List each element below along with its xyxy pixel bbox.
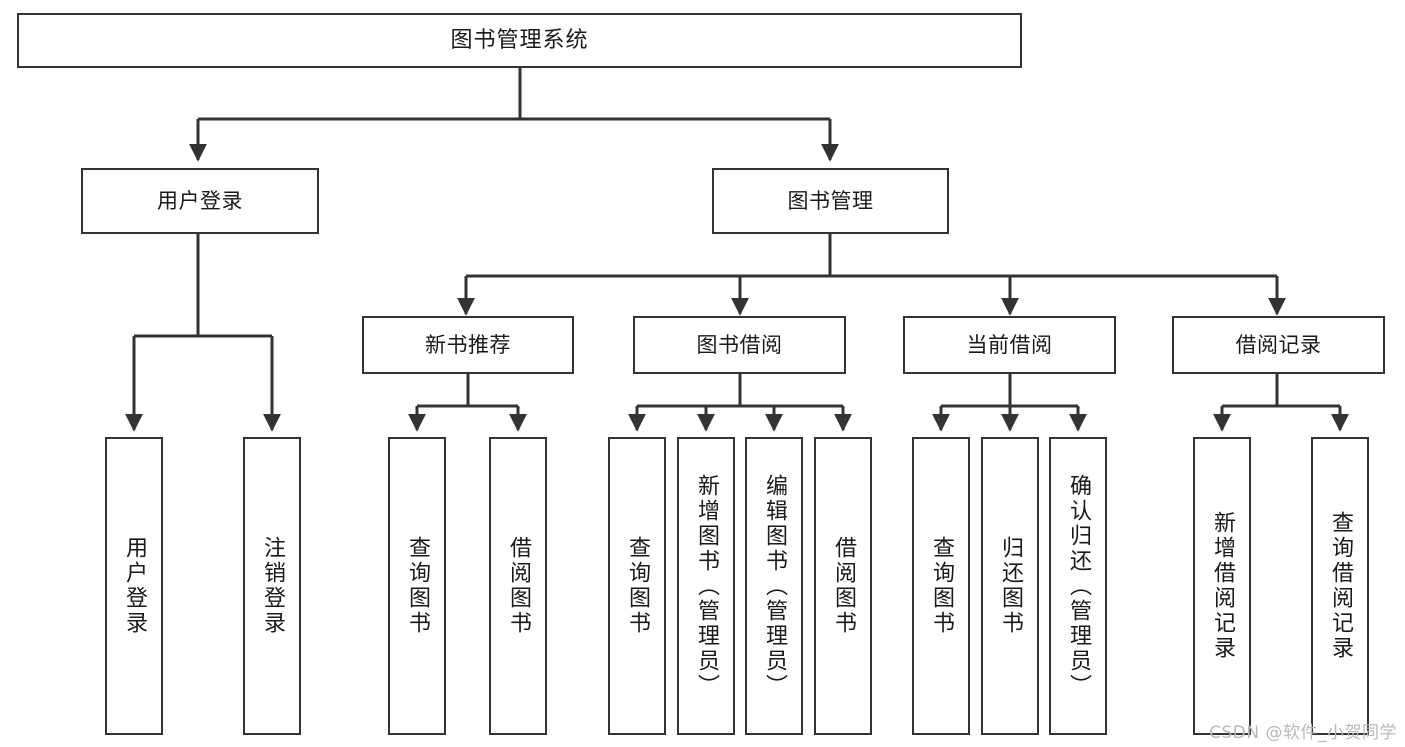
node-root-label: 图书管理系统 (450, 27, 589, 53)
node-book-borrow-label: 图书借阅 (696, 332, 783, 357)
leaf-query-record-label: 查询借阅记录 (1328, 511, 1353, 661)
leaf-confirm-return[interactable]: 确认归还（管理员） (1049, 437, 1107, 735)
node-borrow-record[interactable]: 借阅记录 (1172, 316, 1385, 374)
leaf-add-book-label: 新增图书（管理员） (694, 473, 719, 699)
node-book-manage-label: 图书管理 (787, 188, 874, 213)
leaf-return-book[interactable]: 归还图书 (981, 437, 1039, 735)
node-book-borrow[interactable]: 图书借阅 (633, 316, 846, 374)
node-borrow-record-label: 借阅记录 (1235, 332, 1322, 357)
node-new-book-recommend[interactable]: 新书推荐 (362, 316, 574, 374)
leaf-query-book-3-label: 查询图书 (929, 536, 954, 636)
leaf-borrow-book-2-label: 借阅图书 (831, 536, 856, 636)
node-user-login-label: 用户登录 (157, 188, 243, 213)
leaf-user-logout[interactable]: 注销登录 (243, 437, 301, 735)
watermark: CSDN @软件_小贺同学 (1209, 723, 1397, 743)
node-user-login[interactable]: 用户登录 (81, 168, 319, 234)
leaf-borrow-book-1[interactable]: 借阅图书 (489, 437, 547, 735)
leaf-query-book-2-label: 查询图书 (625, 536, 650, 636)
leaf-add-record-label: 新增借阅记录 (1210, 511, 1235, 661)
node-book-manage[interactable]: 图书管理 (712, 168, 949, 234)
leaf-add-record[interactable]: 新增借阅记录 (1193, 437, 1251, 735)
node-new-book-recommend-label: 新书推荐 (425, 332, 511, 357)
leaf-query-book-1[interactable]: 查询图书 (388, 437, 446, 735)
leaf-query-book-2[interactable]: 查询图书 (608, 437, 666, 735)
leaf-confirm-return-label: 确认归还（管理员） (1066, 473, 1091, 699)
leaf-add-book[interactable]: 新增图书（管理员） (677, 437, 735, 735)
leaf-edit-book-label: 编辑图书（管理员） (762, 473, 787, 699)
leaf-borrow-book-2[interactable]: 借阅图书 (814, 437, 872, 735)
leaf-return-book-label: 归还图书 (998, 536, 1023, 636)
leaf-user-login-label: 用户登录 (122, 536, 147, 636)
leaf-query-book-3[interactable]: 查询图书 (912, 437, 970, 735)
node-current-borrow[interactable]: 当前借阅 (903, 316, 1116, 374)
leaf-query-book-1-label: 查询图书 (405, 536, 430, 636)
leaf-query-record[interactable]: 查询借阅记录 (1311, 437, 1369, 735)
node-root[interactable]: 图书管理系统 (17, 13, 1022, 68)
leaf-edit-book[interactable]: 编辑图书（管理员） (745, 437, 803, 735)
leaf-user-logout-label: 注销登录 (260, 536, 285, 636)
node-current-borrow-label: 当前借阅 (966, 332, 1053, 357)
leaf-user-login[interactable]: 用户登录 (105, 437, 163, 735)
leaf-borrow-book-1-label: 借阅图书 (506, 536, 531, 636)
